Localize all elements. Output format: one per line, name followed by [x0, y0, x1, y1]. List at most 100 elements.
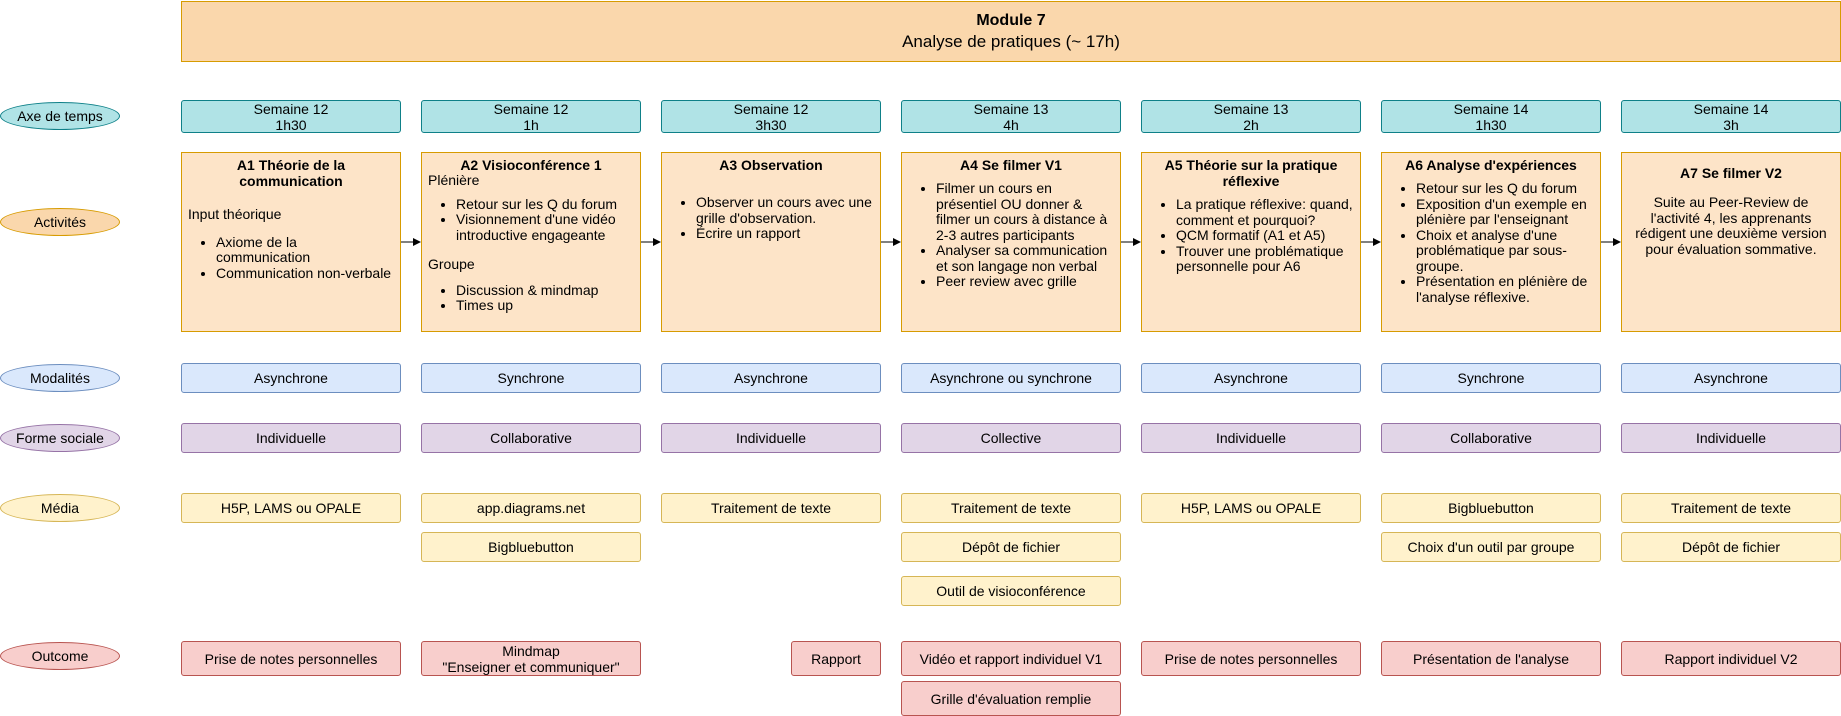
activity-item: Trouver une problématique personnelle po… — [1176, 243, 1354, 275]
week-duration: 2h — [1243, 116, 1259, 133]
row-label-activites: Activités — [0, 208, 120, 236]
row-label-axe: Axe de temps — [0, 102, 120, 130]
week-label: Semaine 12 — [493, 100, 569, 117]
activity-intro: Input théorique — [188, 206, 282, 222]
forme-sociale-box: Collaborative — [1381, 423, 1601, 453]
module-subtitle: Analyse de pratiques (~ 17h) — [902, 31, 1120, 51]
week-box: Semaine 12 1h30 — [181, 100, 401, 133]
outcome-box: Vidéo et rapport individuel V1 — [901, 641, 1121, 676]
activity-item: Écrire un rapport — [696, 225, 874, 242]
outcome-box: Prise de notes personnelles — [181, 641, 401, 676]
activity-a3: A3 Observation Observer un cours avec un… — [661, 152, 881, 332]
activity-title-line: A5 Théorie sur la pratique — [1164, 157, 1338, 173]
activity-a2: A2 Visioconférence 1 Plénière Retour sur… — [421, 152, 641, 332]
activity-title: A7 Se filmer V2 — [1680, 165, 1782, 181]
week-box: Semaine 14 1h30 — [1381, 100, 1601, 133]
outcome-box: Présentation de l'analyse — [1381, 641, 1601, 676]
activity-item: Retour sur les Q du forum — [1416, 180, 1594, 197]
media-box: Outil de visioconférence — [901, 576, 1121, 606]
activity-title: A3 Observation — [719, 157, 823, 173]
activity-a7: A7 Se filmer V2 Suite au Peer-Review de … — [1621, 152, 1841, 332]
activity-title-line: communication — [239, 173, 343, 189]
outcome-box: Prise de notes personnelles — [1141, 641, 1361, 676]
week-label: Semaine 12 — [733, 100, 809, 117]
media-box: Dépôt de fichier — [1621, 532, 1841, 562]
week-label: Semaine 13 — [1213, 100, 1289, 117]
activity-item: Times up — [456, 297, 634, 314]
module-title: Module 7 — [976, 11, 1046, 29]
modalite-box: Asynchrone — [1621, 363, 1841, 393]
media-box: H5P, LAMS ou OPALE — [181, 493, 401, 523]
week-label: Semaine 12 — [253, 100, 329, 117]
activity-item: QCM formatif (A1 et A5) — [1176, 227, 1354, 244]
week-duration: 3h30 — [755, 116, 787, 133]
activity-title: A6 Analyse d'expériences — [1405, 157, 1577, 173]
activity-item: Visionnement d'une vidéo introductive en… — [456, 211, 634, 243]
row-label-outcome: Outcome — [0, 642, 120, 670]
activity-item: La pratique réflexive: quand, comment et… — [1176, 196, 1354, 228]
outcome-box: Mindmap "Enseigner et communiquer" — [421, 641, 641, 676]
activity-a4: A4 Se filmer V1 Filmer un cours en prése… — [901, 152, 1121, 332]
outcome-box: Rapport individuel V2 — [1621, 641, 1841, 676]
modalite-box: Asynchrone — [661, 363, 881, 393]
modalite-box: Asynchrone ou synchrone — [901, 363, 1121, 393]
row-label-modalites: Modalités — [0, 364, 120, 392]
forme-sociale-box: Collaborative — [421, 423, 641, 453]
week-box: Semaine 13 2h — [1141, 100, 1361, 133]
media-box: Traitement de texte — [1621, 493, 1841, 523]
activity-item: Observer un cours avec une grille d'obse… — [696, 194, 874, 226]
week-duration: 4h — [1003, 116, 1019, 133]
week-label: Semaine 14 — [1693, 100, 1769, 117]
forme-sociale-box: Individuelle — [1141, 423, 1361, 453]
module-title-box: Module 7 Analyse de pratiques (~ 17h) — [181, 1, 1841, 62]
week-box: Semaine 13 4h — [901, 100, 1121, 133]
media-box: H5P, LAMS ou OPALE — [1141, 493, 1361, 523]
forme-sociale-box: Individuelle — [661, 423, 881, 453]
outcome-box: Grille d'évaluation remplie — [901, 681, 1121, 716]
activity-item: Communication non-verbale — [216, 265, 394, 282]
media-box: app.diagrams.net — [421, 493, 641, 523]
activity-item: Retour sur les Q du forum — [456, 196, 634, 213]
activity-title: A4 Se filmer V1 — [960, 157, 1062, 173]
activity-item: Choix et analyse d'une problématique par… — [1416, 227, 1594, 275]
forme-sociale-box: Individuelle — [1621, 423, 1841, 453]
modalite-box: Synchrone — [1381, 363, 1601, 393]
outcome-line: "Enseigner et communiquer" — [442, 658, 620, 675]
modalite-box: Asynchrone — [1141, 363, 1361, 393]
activity-section: Groupe — [428, 256, 475, 272]
week-box: Semaine 12 3h30 — [661, 100, 881, 133]
activity-item: Analyser sa communication et son langage… — [936, 242, 1114, 274]
activity-a6: A6 Analyse d'expériences Retour sur les … — [1381, 152, 1601, 332]
week-duration: 1h — [523, 116, 539, 133]
activity-text: Suite au Peer-Review de l'activité 4, le… — [1635, 194, 1827, 257]
outcome-line: Mindmap — [502, 642, 560, 659]
media-box: Traitement de texte — [901, 493, 1121, 523]
activity-item: Axiome de la communication — [216, 234, 394, 266]
activity-title-line: A1 Théorie de la — [236, 157, 346, 173]
week-box: Semaine 12 1h — [421, 100, 641, 133]
modalite-box: Asynchrone — [181, 363, 401, 393]
activity-item: Discussion & mindmap — [456, 282, 634, 299]
media-box: Bigbluebutton — [421, 532, 641, 562]
media-box: Dépôt de fichier — [901, 532, 1121, 562]
week-duration: 1h30 — [275, 116, 307, 133]
activity-item: Exposition d'un exemple en plénière par … — [1416, 196, 1594, 228]
modalite-box: Synchrone — [421, 363, 641, 393]
media-box: Choix d'un outil par groupe — [1381, 532, 1601, 562]
activity-section: Plénière — [428, 172, 480, 188]
activity-item: Présentation en plénière de l'analyse ré… — [1416, 273, 1594, 305]
activity-title-line: réflexive — [1222, 173, 1280, 189]
row-label-forme: Forme sociale — [0, 424, 120, 452]
activity-item: Peer review avec grille — [936, 273, 1114, 290]
activity-title: A2 Visioconférence 1 — [460, 157, 602, 173]
outcome-box: Rapport — [791, 641, 881, 676]
activity-item: Filmer un cours en présentiel OU donner … — [936, 180, 1114, 243]
row-label-media: Média — [0, 494, 120, 522]
week-label: Semaine 14 — [1453, 100, 1529, 117]
week-box: Semaine 14 3h — [1621, 100, 1841, 133]
